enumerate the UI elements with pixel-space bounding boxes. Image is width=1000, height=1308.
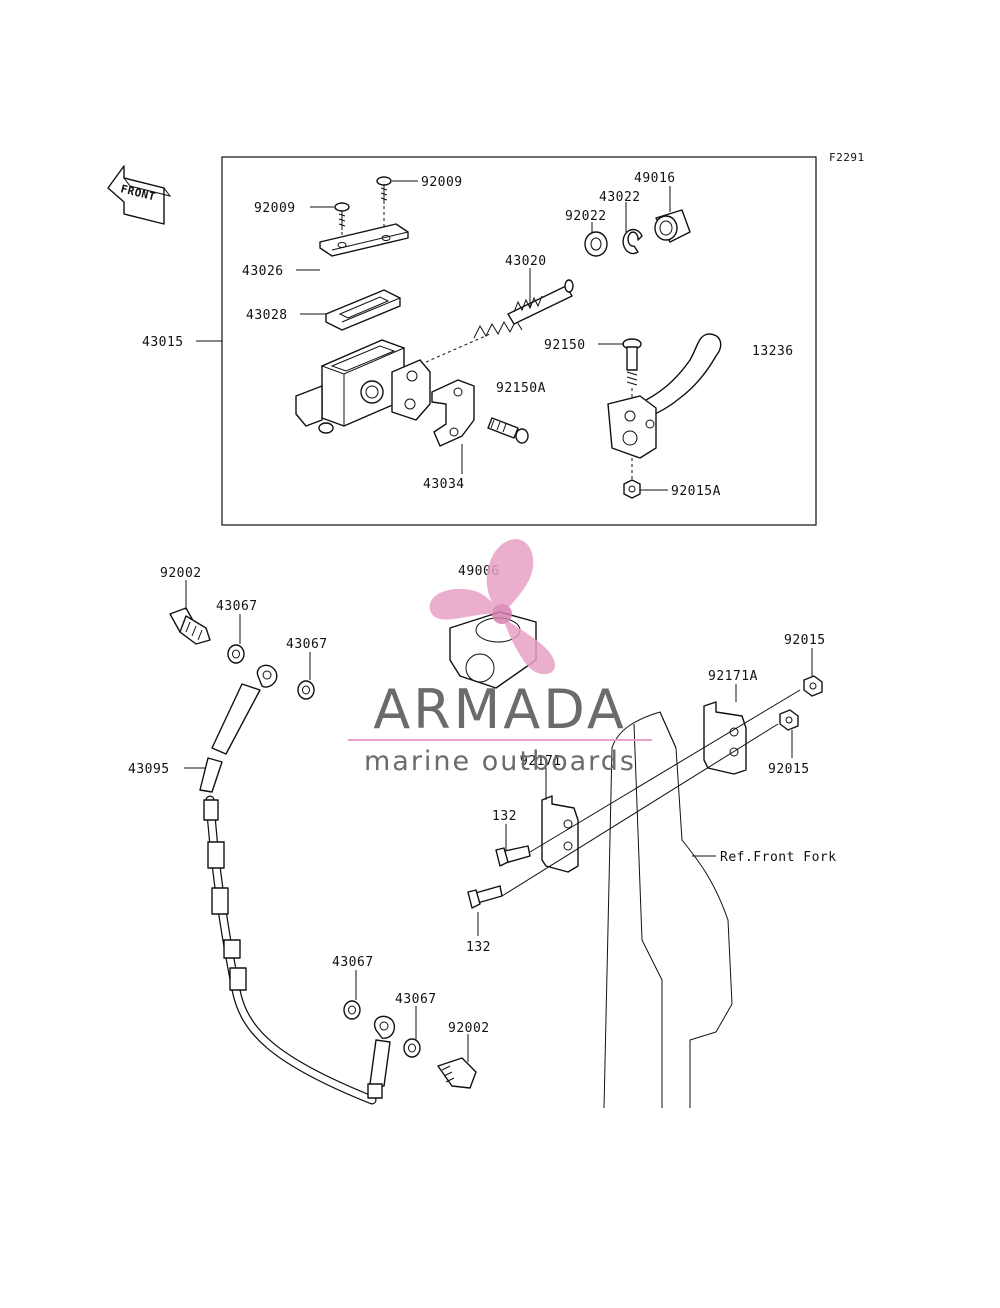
banjo-bolt-92002-top (169, 607, 211, 645)
bolt-132-lower (467, 885, 503, 909)
label-43034: 43034 (423, 477, 465, 492)
brake-hose-43095 (199, 664, 396, 1105)
label-92015A: 92015A (671, 484, 721, 499)
label-ref-front-fork: Ref.Front Fork (720, 850, 837, 865)
circlip-43022 (622, 228, 643, 255)
label-43026: 43026 (242, 264, 284, 279)
screw-92009-right (376, 176, 392, 204)
label-92009-right: 92009 (421, 175, 463, 190)
washer-43067-b (297, 680, 315, 700)
brake-lever-13236 (607, 333, 722, 480)
label-13236: 13236 (752, 344, 794, 359)
label-92171A: 92171A (708, 669, 758, 684)
watermark: ARMADA marine outboards (348, 539, 652, 777)
label-92009-left: 92009 (254, 201, 296, 216)
label-92002-bottom: 92002 (448, 1021, 490, 1036)
master-cylinder-assembly-frame (221, 156, 817, 526)
nut-92015-lower (779, 709, 799, 731)
diaphragm-43028 (325, 289, 401, 331)
label-43067-c: 43067 (332, 955, 374, 970)
label-43067-d: 43067 (395, 992, 437, 1007)
leader-lines (184, 180, 813, 1062)
label-43022: 43022 (599, 190, 641, 205)
boot-49016 (654, 209, 691, 243)
screw-92009-left (334, 202, 350, 230)
label-132-lower: 132 (466, 940, 491, 955)
label-43020: 43020 (505, 254, 547, 269)
label-92150A: 92150A (496, 381, 546, 396)
reservoir-cap-43026 (319, 223, 409, 257)
label-43067-a: 43067 (216, 599, 258, 614)
front-fork-outline (603, 711, 733, 1109)
bolt-132-upper (495, 845, 531, 867)
piston-spring-43020 (473, 279, 574, 339)
nut-92015A (623, 479, 641, 499)
label-43067-b: 43067 (286, 637, 328, 652)
bolt-92150A (487, 417, 529, 444)
master-cylinder-body-43015 (295, 333, 491, 434)
label-132-upper: 132 (492, 809, 517, 824)
bracket-92171A (703, 701, 747, 775)
label-92002-top: 92002 (160, 566, 202, 581)
figure-code: F2291 (829, 151, 865, 164)
clamp-43034 (431, 379, 475, 447)
part-labels: 92009 92009 49016 43022 92022 43026 4302… (128, 171, 837, 1036)
label-92015-upper: 92015 (784, 633, 826, 648)
watermark-name: ARMADA (373, 678, 627, 741)
washer-92022 (584, 231, 608, 257)
label-92171: 92171 (520, 754, 562, 769)
label-92022: 92022 (565, 209, 607, 224)
watermark-tagline: marine outboards (364, 746, 636, 777)
banjo-bolt-92002-bottom (437, 1057, 477, 1089)
label-92150: 92150 (544, 338, 586, 353)
label-43095: 43095 (128, 762, 170, 777)
label-92015-lower: 92015 (768, 762, 810, 777)
propeller-logo-icon (429, 539, 556, 675)
label-43028: 43028 (246, 308, 288, 323)
washer-43067-d (403, 1038, 421, 1058)
nut-92015-upper (803, 675, 823, 697)
label-43015: 43015 (142, 335, 184, 350)
washer-43067-c (343, 1000, 361, 1020)
label-49016: 49016 (634, 171, 676, 186)
front-arrow-icon: FRONT (107, 165, 172, 225)
washer-43067-a (227, 644, 245, 664)
